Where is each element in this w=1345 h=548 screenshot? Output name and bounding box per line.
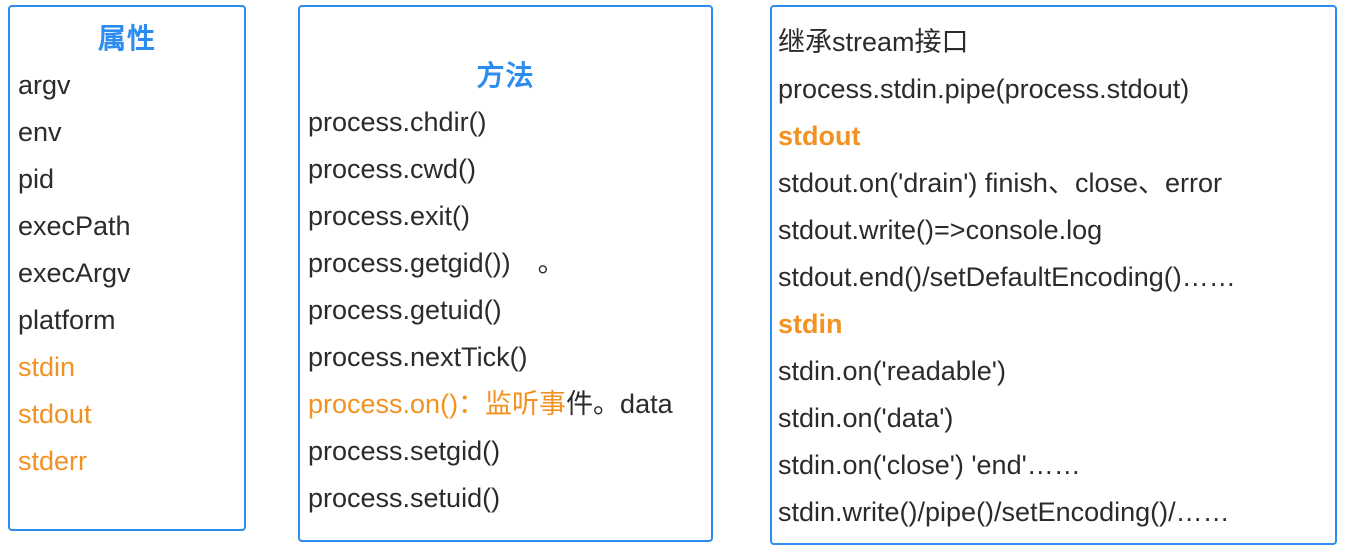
list-item: stdin.on('readable') (778, 356, 1006, 386)
attributes-panel: 属性 argv env pid execPath execArgv platform std… (8, 5, 246, 531)
list-item: stdout (778, 121, 861, 151)
list-item: stdin (778, 309, 843, 339)
list-item: stdout.on('drain') finish、close、error (778, 168, 1222, 198)
attributes-list: argv env pid execPath execArgv platform stdin s… (10, 62, 244, 485)
list-item-accent-segment: process.on()：监听事 (308, 389, 567, 419)
methods-list: process.chdir() process.cwd() process.exit… (300, 99, 711, 522)
list-item: process.nextTick() (308, 342, 528, 372)
list-item: process.setuid() (308, 483, 501, 513)
list-item: stderr (18, 446, 88, 476)
list-item: process.exit() (308, 201, 471, 231)
methods-panel-title: 方法 (476, 60, 535, 91)
list-item: stdin.on('close') 'end'…… (778, 450, 1081, 480)
list-item: process.on()：监听事件。data (308, 381, 707, 428)
list-item: process.chdir() (308, 107, 487, 137)
list-item: stdin.on('data') (778, 403, 954, 433)
list-item: stdin.write()/pipe()/setEncoding()/…… (778, 497, 1230, 527)
list-item: stdin (18, 352, 76, 382)
list-item: process.cwd() (308, 154, 477, 184)
list-item-plain-segment: 件。data (566, 389, 673, 419)
list-item: pid (18, 164, 55, 194)
list-item: stdout.write()=>console.log (778, 215, 1103, 245)
list-item: stdout.end()/setDefaultEncoding()…… (778, 262, 1236, 292)
list-item: execPath (18, 211, 131, 241)
streams-panel: 继承stream接口 process.stdin.pipe(process.std… (770, 5, 1337, 545)
streams-list: 继承stream接口 process.stdin.pipe(process.std… (772, 7, 1335, 536)
list-item: platform (18, 305, 116, 335)
list-item: env (18, 117, 62, 147)
list-item: execArgv (18, 258, 131, 288)
list-item: 继承stream接口 (778, 27, 969, 57)
list-item: process.setgid() (308, 436, 501, 466)
list-item: process.getuid() (308, 295, 502, 325)
methods-panel: 方法 process.chdir() process.cwd() process.e… (298, 5, 713, 542)
list-item: argv (18, 70, 71, 100)
list-item: process.stdin.pipe(process.stdout) (778, 74, 1190, 104)
attributes-panel-title: 属性 (97, 23, 156, 54)
list-item: process.getgid()) 。 (308, 248, 565, 278)
list-item: stdout (18, 399, 92, 429)
